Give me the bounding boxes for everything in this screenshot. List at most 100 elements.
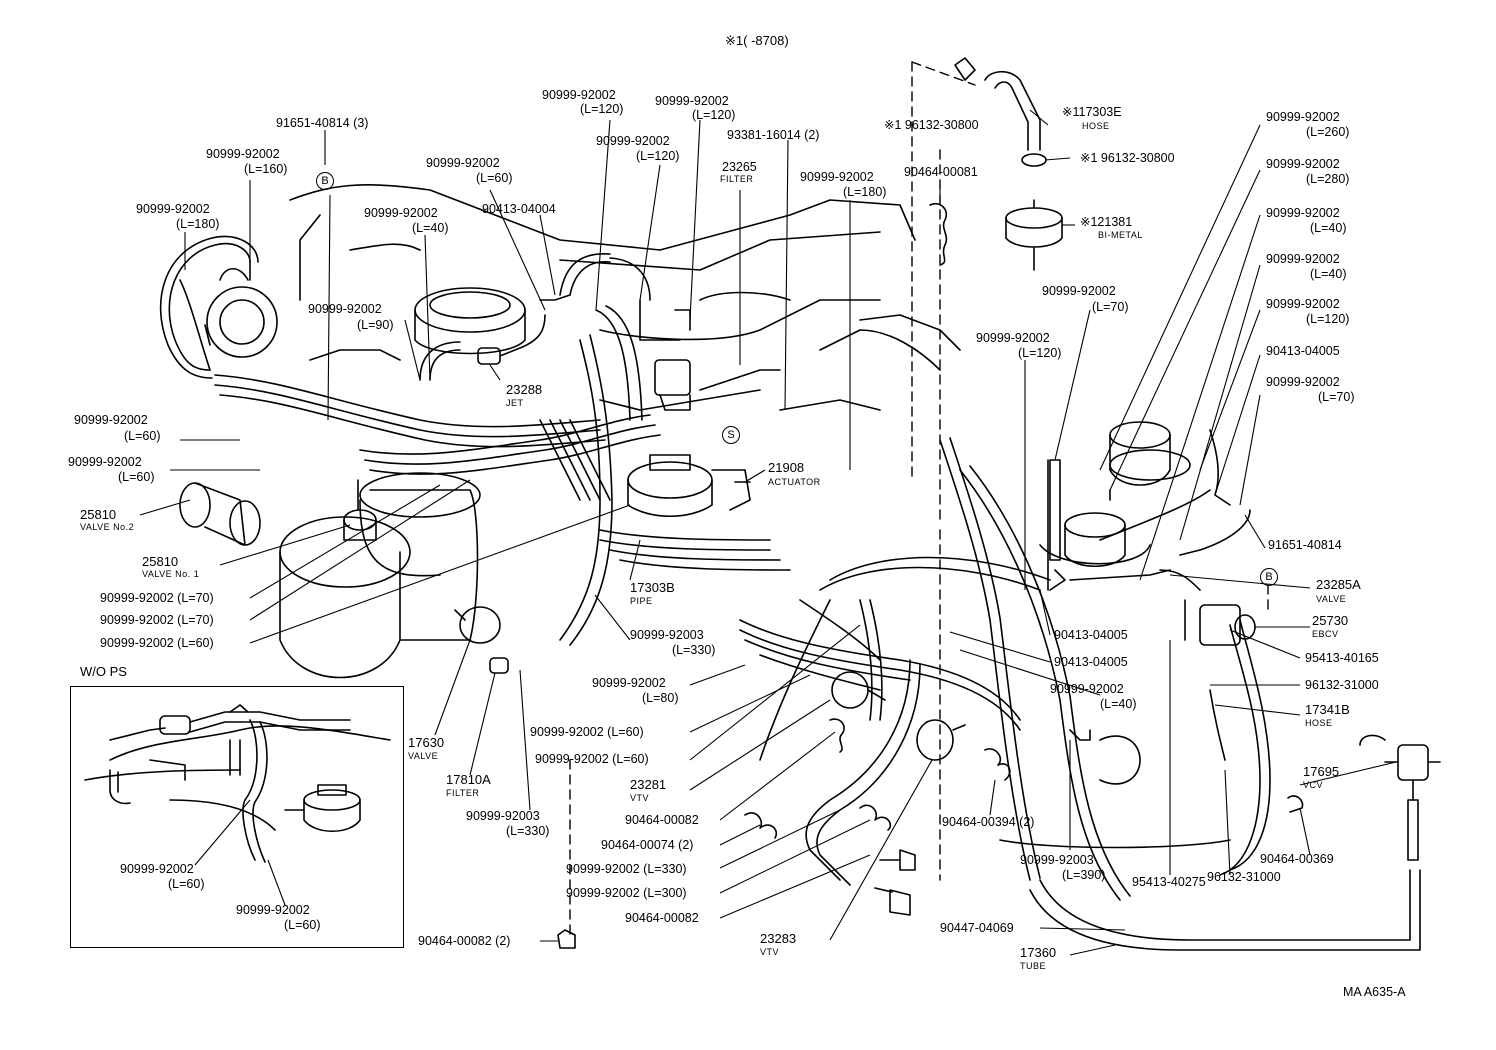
part-label: 90999-92002 bbox=[592, 676, 666, 690]
part-label: (L=120) bbox=[1306, 312, 1350, 326]
part-label: 90999-92002 (L=300) bbox=[566, 886, 687, 900]
part-sublabel: EBCV bbox=[1312, 629, 1339, 639]
part-label: 25730 bbox=[1312, 613, 1349, 628]
part-label: 90464-00074 (2) bbox=[601, 838, 694, 852]
part-label: 90999-92002 bbox=[1266, 157, 1340, 171]
part-label: (L=40) bbox=[412, 221, 449, 235]
part-label: (L=160) bbox=[244, 162, 288, 176]
part-label: 90999-92002 bbox=[1050, 682, 1124, 696]
charcoal-canister bbox=[279, 472, 481, 679]
part-label: 17303B bbox=[630, 580, 675, 595]
part-label: 17695 bbox=[1303, 764, 1340, 779]
part-label: 90999-92002 bbox=[596, 134, 670, 148]
part-label: (L=60) bbox=[284, 918, 321, 932]
clip-90464-00081 bbox=[929, 202, 948, 266]
part-sublabel: TUBE bbox=[1020, 961, 1047, 971]
part-label: 93381-16014 (2) bbox=[727, 128, 820, 142]
vcv bbox=[1359, 734, 1441, 861]
part-label: (L=120) bbox=[692, 108, 736, 122]
inset-drawing bbox=[84, 704, 391, 863]
part-sublabel: PIPE bbox=[630, 596, 653, 606]
part-label: 90999-92002 bbox=[1042, 284, 1116, 298]
part-label: (L=70) bbox=[1092, 300, 1129, 314]
part-label: 96132-31000 bbox=[1305, 678, 1379, 692]
inset-wo-ps bbox=[70, 686, 404, 948]
part-label: 95413-40165 bbox=[1305, 651, 1379, 665]
part-label: (L=60) bbox=[118, 470, 155, 484]
part-label: (L=60) bbox=[476, 171, 513, 185]
part-label: 90999-92002 (L=70) bbox=[100, 613, 214, 627]
header-code: ※1( -8708) bbox=[725, 33, 789, 48]
right-long-hoses bbox=[939, 437, 1421, 951]
part-label: (L=40) bbox=[1310, 221, 1347, 235]
part-label: 90999-92002 bbox=[206, 147, 280, 161]
part-label: 90999-92002 bbox=[120, 862, 194, 876]
clips-bottom bbox=[557, 718, 1304, 949]
part-label: (L=120) bbox=[636, 149, 680, 163]
part-label: 90999-92002 bbox=[542, 88, 616, 102]
part-label: 90999-92002 bbox=[655, 94, 729, 108]
marker-b-top: B bbox=[316, 172, 334, 190]
marker-b-right: B bbox=[1260, 568, 1278, 586]
part-label: 90999-92002 bbox=[976, 331, 1050, 345]
leader-lines bbox=[139, 109, 1397, 956]
center-top-hoses bbox=[419, 253, 781, 411]
part-label: 91651-40814 (3) bbox=[276, 116, 369, 130]
part-label: ※117303E bbox=[1062, 105, 1122, 119]
part-label: 90413-04004 bbox=[482, 202, 556, 216]
part-label: (L=390) bbox=[1062, 868, 1106, 882]
part-label: (L=120) bbox=[580, 102, 624, 116]
part-label: (L=180) bbox=[843, 185, 887, 199]
part-label: 25810 bbox=[80, 507, 117, 522]
part-sublabel: VALVE No.2 bbox=[80, 522, 135, 532]
part-sublabel: VTV bbox=[760, 947, 780, 957]
part-label: 90999-92002 (L=60) bbox=[535, 752, 649, 766]
part-sublabel: VTV bbox=[630, 793, 650, 803]
group-boundary-dashed bbox=[569, 61, 1269, 936]
part-label: (L=40) bbox=[1310, 267, 1347, 281]
part-label: 90999-92002 (L=70) bbox=[100, 591, 214, 605]
part-label: 90999-92002 bbox=[236, 903, 310, 917]
part-label: (L=120) bbox=[1018, 346, 1062, 360]
part-label: (L=70) bbox=[1318, 390, 1355, 404]
part-label: 90999-92002 bbox=[364, 206, 438, 220]
part-label: 90999-92002 bbox=[800, 170, 874, 184]
part-label: 17810A bbox=[446, 772, 491, 787]
part-sublabel: VALVE bbox=[1316, 594, 1347, 604]
part-label: 90413-04005 bbox=[1054, 628, 1128, 642]
part-sublabel: FILTER bbox=[446, 788, 480, 798]
part-label: (L=180) bbox=[176, 217, 220, 231]
valve-no1 bbox=[343, 479, 377, 541]
part-label: 90999-92002 bbox=[68, 455, 142, 469]
part-label: 17630 bbox=[408, 735, 445, 750]
part-label: 23281 bbox=[630, 777, 667, 792]
part-label: 90999-92003 bbox=[466, 809, 540, 823]
part-label: (L=260) bbox=[1306, 125, 1350, 139]
part-sublabel: VALVE bbox=[408, 751, 439, 761]
part-label: 90464-00394 (2) bbox=[942, 815, 1035, 829]
part-label: 90999-92002 (L=60) bbox=[530, 725, 644, 739]
inset-title: W/O PS bbox=[80, 664, 127, 679]
part-label: 90464-00081 bbox=[904, 165, 978, 179]
part-label: (L=330) bbox=[672, 643, 716, 657]
part-label: 90999-92003 bbox=[630, 628, 704, 642]
part-label: 90999-92002 (L=330) bbox=[566, 862, 687, 876]
left-hoses bbox=[159, 235, 259, 379]
part-sublabel: VALVE No. 1 bbox=[142, 569, 200, 579]
part-label: 90413-04005 bbox=[1054, 655, 1128, 669]
part-label: ※121381 bbox=[1080, 215, 1133, 229]
part-sublabel: ACTUATOR bbox=[768, 477, 821, 487]
part-sublabel: VCV bbox=[1303, 780, 1324, 790]
part-label: 90999-92002 bbox=[426, 156, 500, 170]
part-label: 90999-92002 bbox=[136, 202, 210, 216]
lower-hoses bbox=[739, 429, 1251, 886]
part-label: 90464-00369 bbox=[1260, 852, 1334, 866]
part-label: ※1 96132-30800 bbox=[1080, 151, 1175, 165]
part-label: 95413-40275 bbox=[1132, 875, 1206, 889]
part-sublabel: FILTER bbox=[720, 174, 754, 184]
part-label: 90999-92002 bbox=[74, 413, 148, 427]
part-label: 90999-92002 bbox=[1266, 206, 1340, 220]
part-label: 96132-31000 bbox=[1207, 870, 1281, 884]
part-label: 90999-92002 bbox=[1266, 375, 1340, 389]
